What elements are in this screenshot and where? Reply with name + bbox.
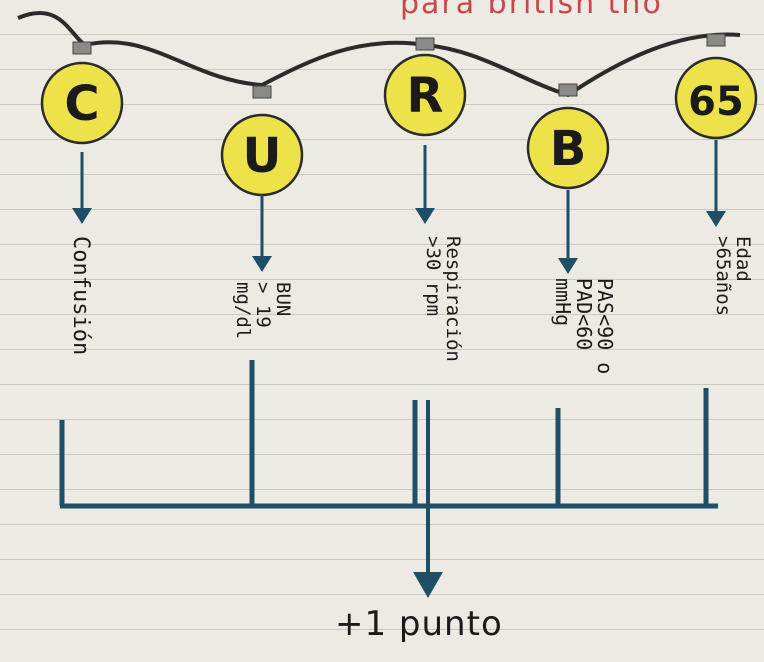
bulb-4 [526,106,610,190]
bulb-letter: C [64,76,99,132]
criterion-label-line: PAS<90 o [593,278,617,375]
criterion-label-line: mmHg [551,278,575,327]
bulb-letter: 65 [688,79,744,125]
header-fragment-text: para british tho [400,0,663,21]
criterion-label-3: Respiración>30 rpm [422,236,464,362]
criterion-arrow-head [415,208,435,224]
criterion-arrow-head [558,258,578,274]
result-arrow-head [413,572,443,598]
bulb-letter: R [407,68,444,124]
criterion-label-5: Edad>65años [712,236,754,317]
criterion-arrow-head [72,208,92,224]
criterion-label-line: Edad [732,236,754,282]
bulb-3 [383,53,467,137]
bulb-socket [415,37,435,51]
criterion-arrow-head [252,256,272,272]
criterion-label-line: Respiración [442,236,464,362]
result-label: +1 punto [335,604,503,644]
criterion-label-line: > 19 [252,282,275,328]
criterion-label-1: Confusión [68,236,93,356]
criterion-label-line: BUN [272,282,294,317]
bulb-5 [674,56,758,140]
criterion-label-line: Confusión [68,236,93,356]
bulb-socket [706,33,726,47]
bulb-socket [72,41,92,55]
bulb-1 [40,61,124,145]
string-lights-wire [17,10,741,98]
bulb-letter: B [550,121,587,177]
criterion-label-line: PAD<60 [572,278,596,351]
bulb-socket [252,85,272,99]
criterion-label-line: >65años [712,236,735,317]
bulb-letter: U [243,128,282,184]
bulb-socket [558,83,578,97]
criterion-label-line: mg/dl [232,282,255,340]
criterion-arrow-head [706,211,726,227]
criterion-label-line: >30 rpm [422,236,445,317]
